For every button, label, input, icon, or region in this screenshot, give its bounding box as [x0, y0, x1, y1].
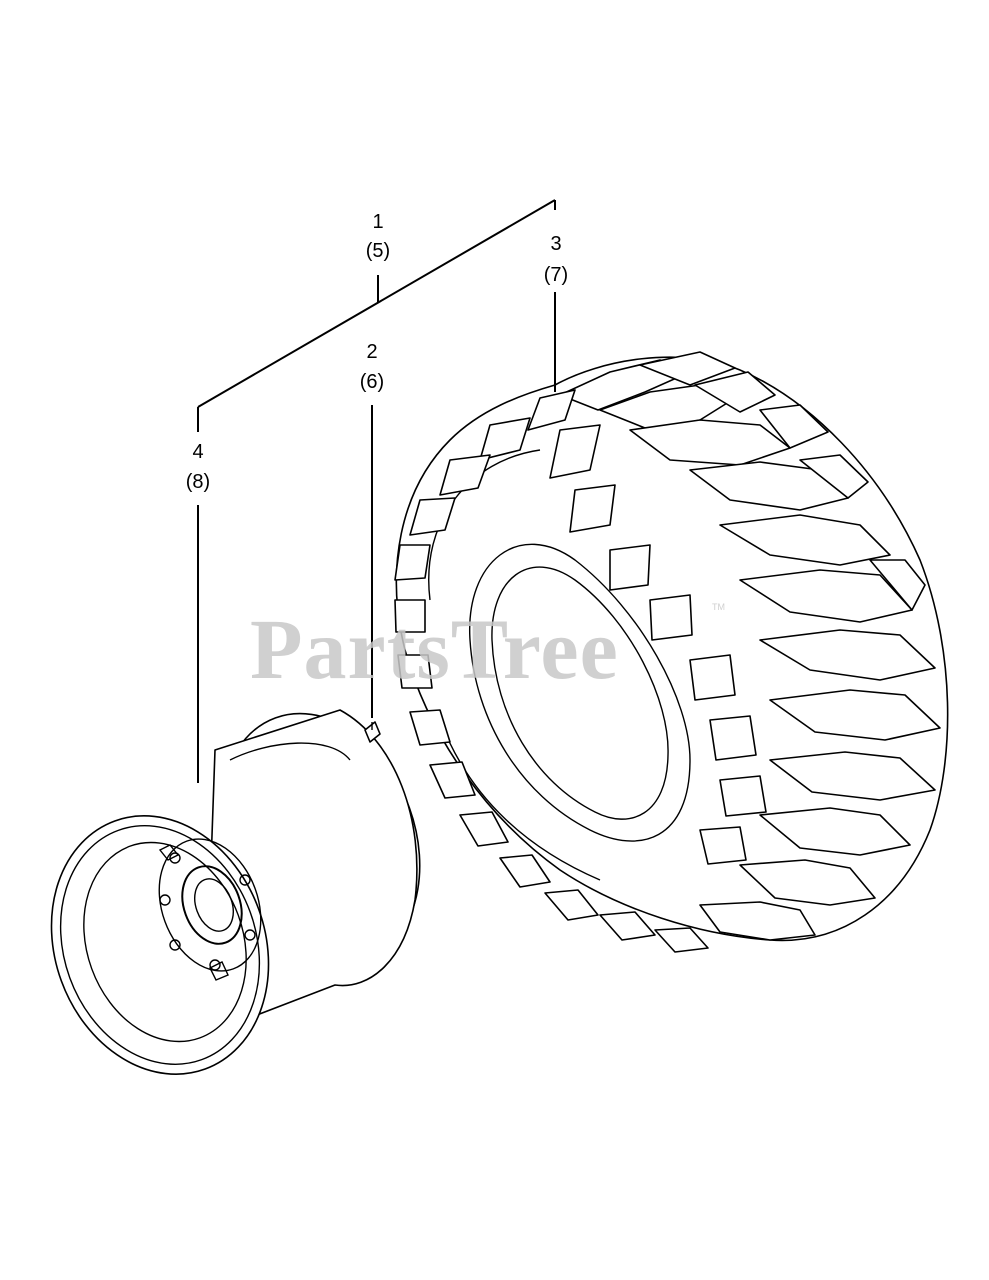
tread-lugs: [394, 351, 941, 953]
svg-text:(8): (8): [186, 471, 210, 493]
wheel-rim-part-4[interactable]: [16, 685, 454, 1105]
callout-4: 4 (8): [186, 441, 210, 493]
callout-3: 3 (7): [544, 233, 568, 286]
hub-disc: [158, 838, 262, 981]
svg-text:3: 3: [550, 233, 561, 255]
svg-text:TM: TM: [712, 602, 725, 612]
leader-lines: [197, 199, 556, 783]
svg-text:4: 4: [192, 441, 203, 463]
valve-part-2[interactable]: [364, 721, 381, 743]
tire-part-3[interactable]: [394, 351, 949, 953]
callout-1: 1 (5): [366, 211, 390, 262]
svg-text:2: 2: [366, 341, 377, 363]
svg-text:(6): (6): [360, 371, 384, 393]
watermark: PartsTree TM: [250, 601, 725, 697]
svg-text:(7): (7): [544, 264, 568, 286]
callout-2: 2 (6): [360, 341, 384, 393]
svg-text:1: 1: [372, 211, 383, 233]
svg-text:PartsTree: PartsTree: [250, 601, 619, 697]
svg-text:(5): (5): [366, 240, 390, 262]
